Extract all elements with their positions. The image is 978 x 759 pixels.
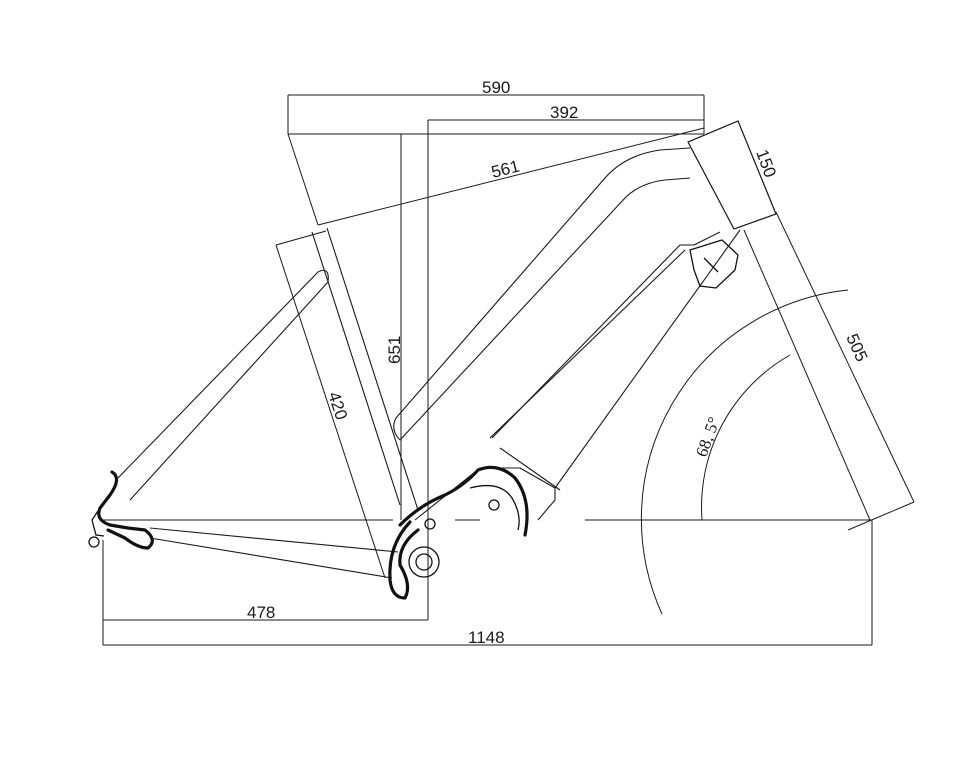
head-angle-inner-arc [701, 354, 791, 521]
dim-420-line [275, 244, 386, 579]
headset-clamp [689, 239, 739, 289]
label-478: 478 [247, 603, 275, 622]
rear-dropout [97, 470, 154, 550]
label-420: 420 [324, 389, 351, 422]
top-tube [393, 147, 691, 441]
label-1148: 1148 [468, 628, 505, 647]
down-tube [414, 231, 721, 521]
motor-housing [398, 465, 529, 537]
label-head-angle: 68, 5° [692, 415, 724, 460]
dim-505-ext [743, 229, 871, 521]
derailleur-hanger [91, 507, 105, 537]
motor-bolt-2 [424, 518, 436, 530]
battery-outline [489, 229, 741, 489]
motor-bolt-1 [488, 499, 500, 511]
seat-tube [311, 227, 419, 511]
label-561: 561 [489, 157, 521, 182]
dim-505-line-b [847, 501, 915, 531]
seat-stay [117, 269, 329, 501]
dim-561-line [317, 127, 705, 226]
bottom-bracket-inner [415, 553, 433, 571]
dim-420-ext-a [275, 230, 327, 246]
label-150: 150 [752, 147, 780, 180]
bottom-bracket-axle [408, 546, 440, 578]
head-tube [687, 120, 777, 230]
rear-axle-bolt [88, 536, 100, 548]
label-392: 392 [550, 103, 578, 122]
dim-420-ref [287, 133, 319, 226]
motor-housing-inner [469, 484, 520, 531]
chainring-guard [388, 520, 420, 600]
label-651: 651 [385, 336, 404, 364]
label-590: 590 [482, 78, 510, 97]
chain-stay [149, 527, 399, 579]
dim-505-line-a [775, 211, 915, 503]
head-angle-outer-arc [640, 289, 849, 615]
